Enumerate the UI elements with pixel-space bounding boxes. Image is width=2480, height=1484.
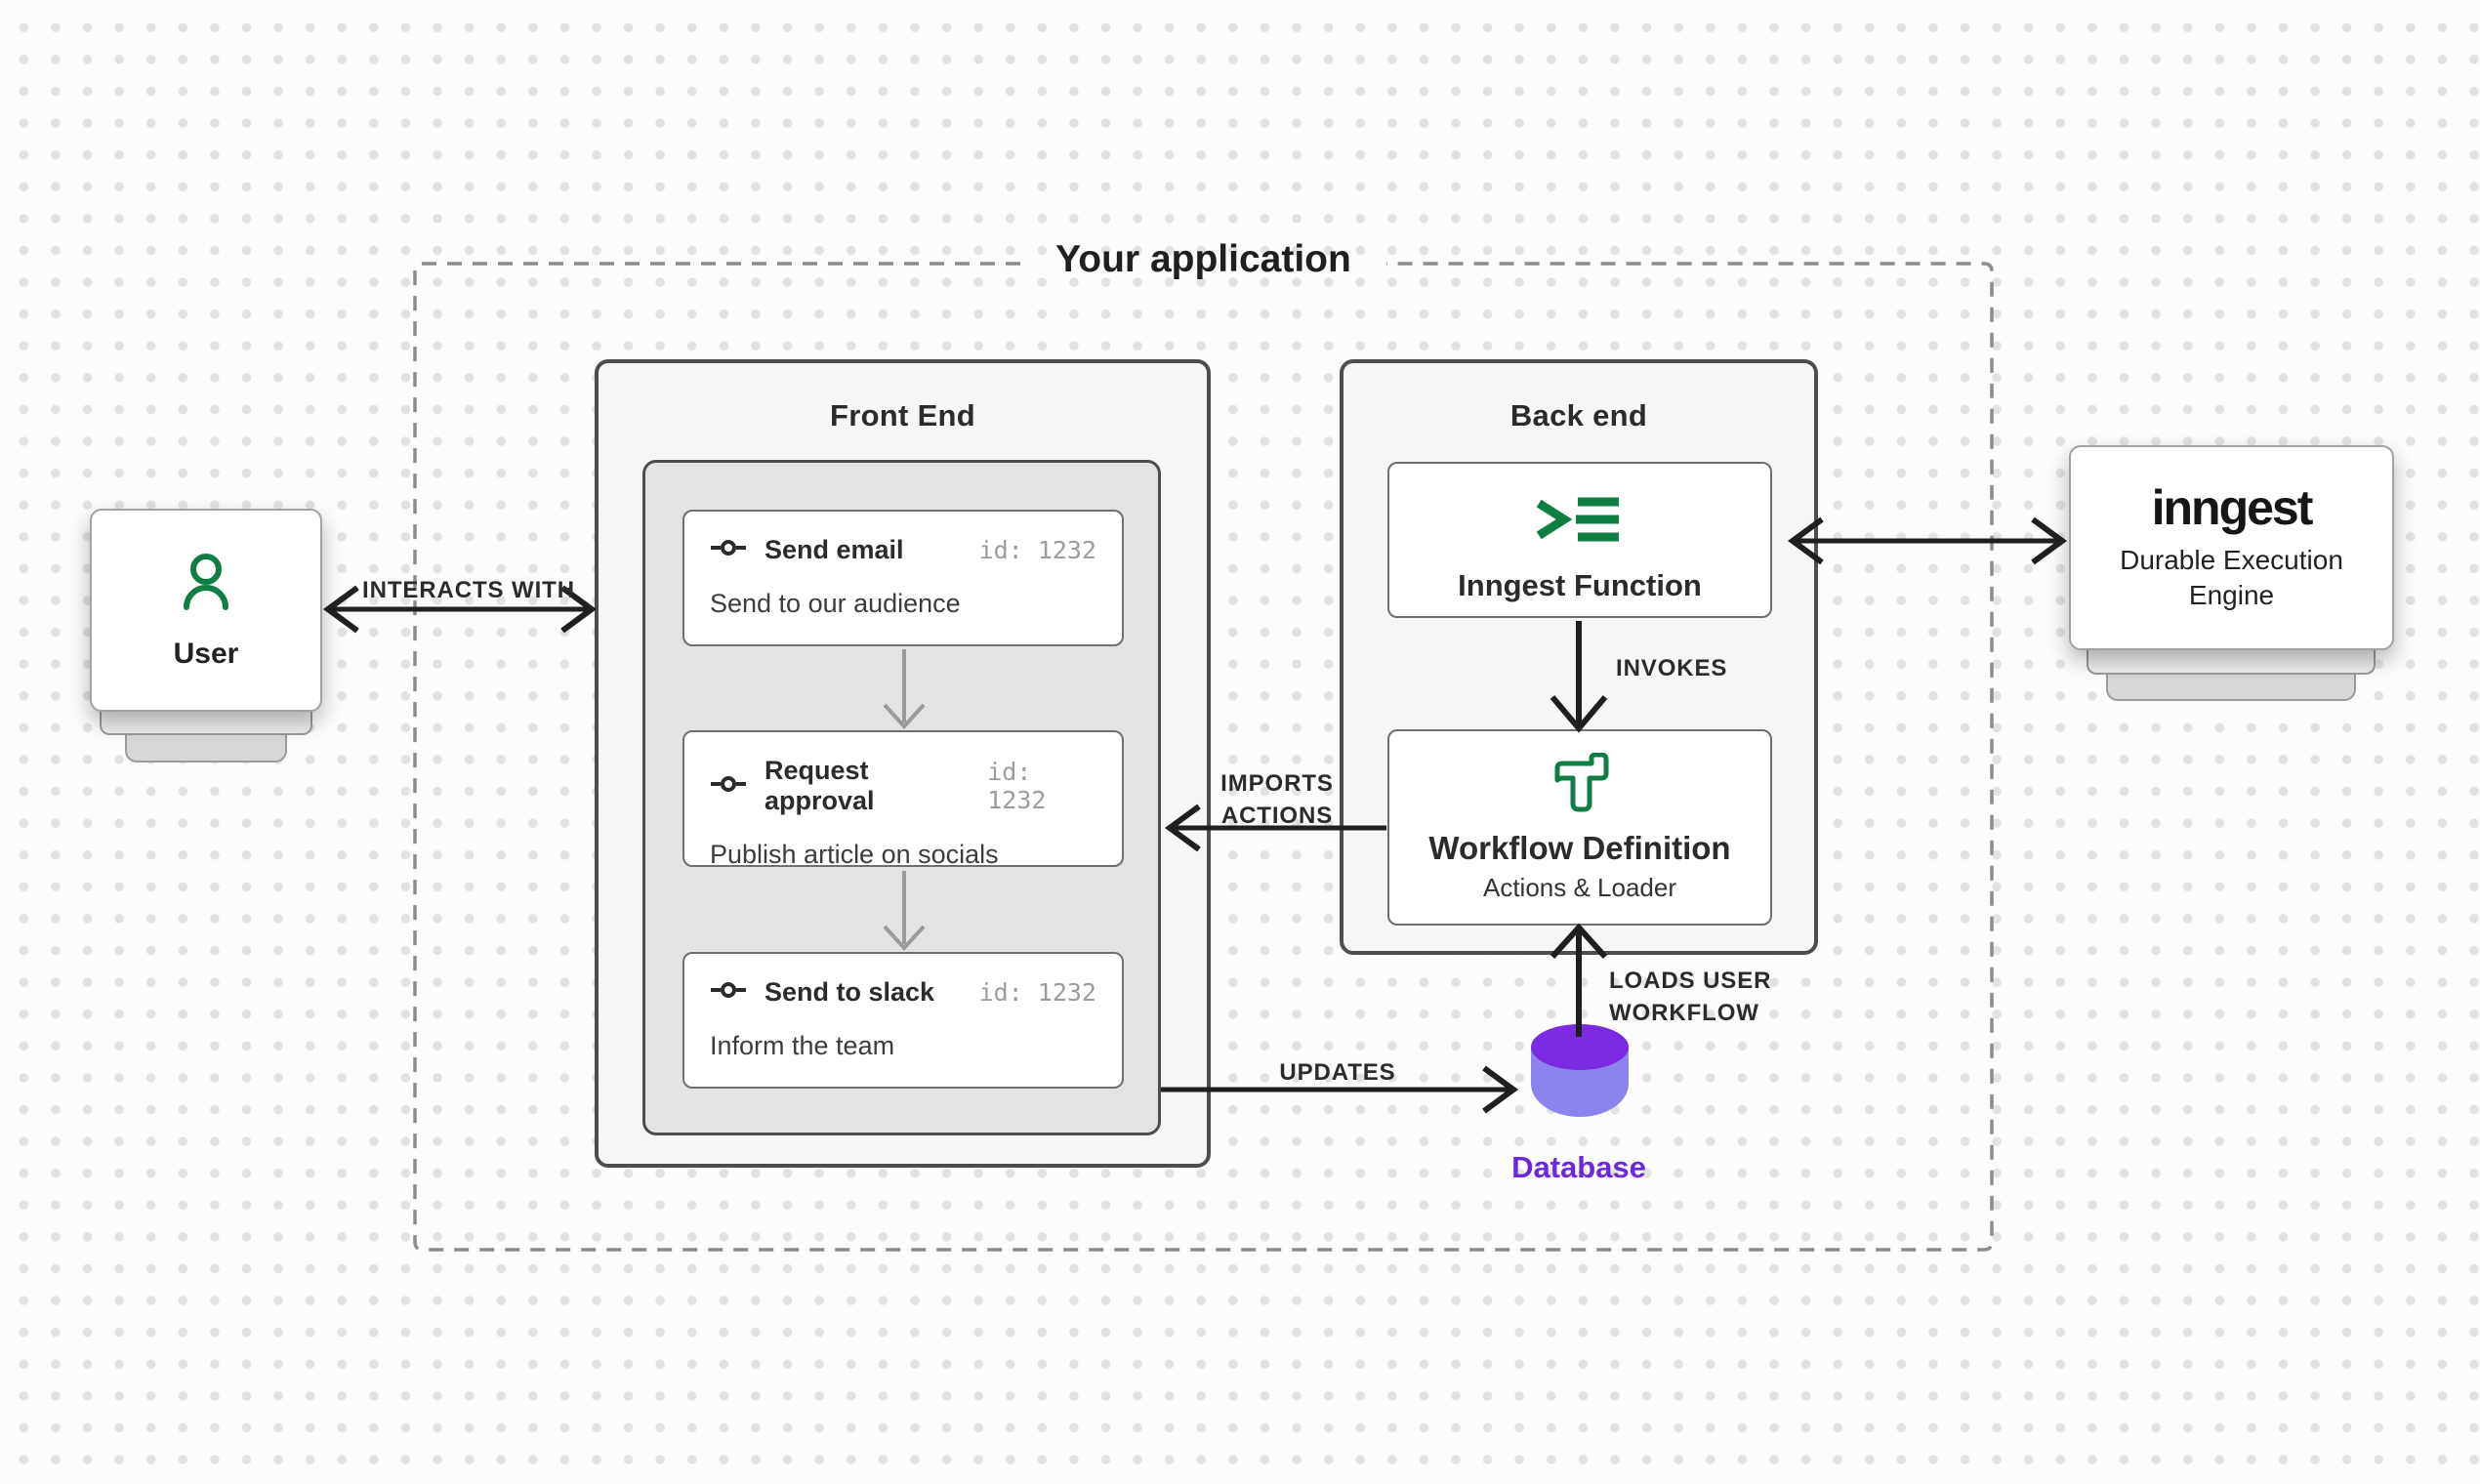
terminal-icon bbox=[1535, 491, 1625, 553]
step-title: Send email bbox=[765, 535, 904, 564]
inngest-function-card: Inngest Function bbox=[1387, 462, 1772, 618]
backend-title: Back end bbox=[1509, 398, 1648, 433]
step-id: id: 1232 bbox=[978, 536, 1096, 564]
step-title: Send to slack bbox=[765, 977, 935, 1007]
commit-icon bbox=[710, 535, 747, 565]
step-description: Inform the team bbox=[710, 1031, 895, 1060]
person-icon bbox=[178, 551, 234, 620]
workflow-step-card: Request approval id: 1232 Publish articl… bbox=[682, 730, 1124, 869]
edge-label-invokes: INVOKES bbox=[1616, 655, 1728, 681]
inngest-function-label: Inngest Function bbox=[1458, 568, 1702, 602]
workflow-definition-title: Workflow Definition bbox=[1428, 830, 1731, 866]
inngest-logo: inngest bbox=[2151, 480, 2314, 535]
application-container-title: Your application bbox=[1055, 238, 1351, 280]
edge-label-updates: UPDATES bbox=[1279, 1059, 1396, 1086]
user-box: User bbox=[90, 509, 322, 712]
inngest-box-stack-layer-1 bbox=[2087, 650, 2376, 675]
edge-label-imports-actions: IMPORTS ACTIONS bbox=[1220, 770, 1334, 829]
step-description: Send to our audience bbox=[710, 589, 961, 618]
frontend-title: Front End bbox=[829, 398, 976, 433]
user-box-stack-layer-2 bbox=[125, 735, 287, 763]
workflow-definition-card: Workflow Definition Actions & Loader bbox=[1387, 729, 1772, 926]
user-box-stack-layer-1 bbox=[100, 712, 312, 735]
inngest-engine-box: inngest Durable Execution Engine bbox=[2069, 445, 2394, 650]
step-title: Request approval bbox=[765, 756, 875, 815]
inngest-box-stack-layer-2 bbox=[2106, 675, 2356, 701]
hammer-icon bbox=[1548, 752, 1612, 818]
step-id: id: 1232 bbox=[978, 978, 1096, 1007]
commit-icon bbox=[710, 771, 747, 802]
step-description: Publish article on socials bbox=[710, 840, 999, 869]
database-label: Database bbox=[1511, 1150, 1646, 1184]
workflow-definition-subtitle: Actions & Loader bbox=[1482, 873, 1676, 902]
inngest-engine-subtitle: Durable Execution Engine bbox=[2120, 545, 2343, 610]
edge-label-interacts-with: INTERACTS WITH bbox=[362, 577, 575, 603]
workflow-step-card: Send to slack id: 1232 Inform the team bbox=[682, 952, 1124, 1089]
commit-icon bbox=[710, 977, 747, 1008]
database-icon-top bbox=[1531, 1024, 1629, 1070]
step-id: id: 1232 bbox=[987, 758, 1047, 814]
workflow-step-card: Send email id: 1232 Send to our audience bbox=[682, 510, 1124, 646]
edge-label-loads-user-workflow: LOADS USER WORKFLOW bbox=[1609, 968, 1772, 1026]
user-label: User bbox=[173, 637, 239, 670]
